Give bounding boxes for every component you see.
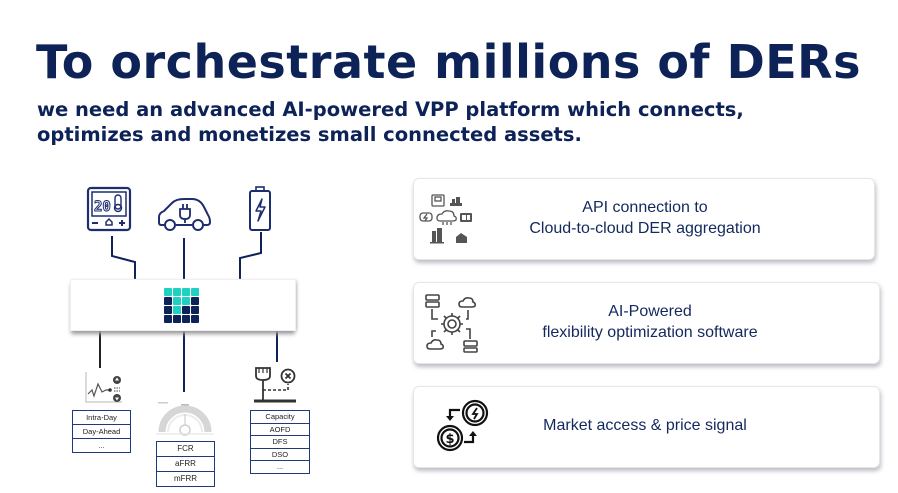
list-item: aFRR <box>157 457 214 472</box>
logo-cell <box>164 306 172 314</box>
logo-cell <box>182 297 190 305</box>
logo-cell <box>191 288 199 296</box>
list-item: ... <box>98 441 105 450</box>
money-exchange-icon: $ <box>436 399 489 452</box>
logo-cell <box>164 288 172 296</box>
diagram-connectors <box>99 232 278 392</box>
logo-cell <box>173 297 181 305</box>
vpp-platform-hub <box>70 279 296 331</box>
list-item: Day-Ahead <box>73 425 130 439</box>
list-item: DSO <box>251 449 309 461</box>
thermostat-display: 20 <box>94 199 111 215</box>
list-item: ... <box>276 462 284 471</box>
logo-cell <box>191 297 199 305</box>
logo-cell <box>173 306 181 314</box>
list-item: AOFD <box>251 424 309 436</box>
list-item: mFRR <box>173 474 198 483</box>
list-item: Capacity <box>251 411 309 424</box>
frequency-gauge-icon <box>156 402 214 436</box>
card-title-line: AI-Powered <box>608 303 692 320</box>
card-title-line: Market access & price signal <box>543 417 747 434</box>
subtitle-line: we need an advanced AI-powered VPP platf… <box>37 98 744 121</box>
feature-card-ai-optimization <box>413 282 880 364</box>
logo-cell <box>191 306 199 314</box>
connector-thermostat <box>111 236 136 279</box>
trading-chart-icon <box>85 372 122 403</box>
card-text: AI-Powered flexibility optimization soft… <box>490 301 810 343</box>
card-text: API connection to Cloud-to-cloud DER agg… <box>490 197 800 239</box>
electric-car-icon <box>158 198 212 231</box>
logo-cell <box>173 315 181 323</box>
card-title-line: flexibility optimization software <box>542 324 758 341</box>
card-title-line: API connection to <box>582 199 708 216</box>
list-item: Intra-Day <box>73 411 130 425</box>
logo-cell <box>182 315 190 323</box>
feature-card-market-access <box>413 386 880 468</box>
ai-gear-network-icon <box>425 294 478 353</box>
list-item: FCR <box>157 442 214 457</box>
list-item: DFS <box>251 436 309 449</box>
logo-cell <box>182 306 190 314</box>
page-title: To orchestrate millions of DERs <box>36 35 861 89</box>
ancillary-services-list: FCR aFRR mFRR <box>156 441 215 487</box>
battery-icon <box>249 186 271 231</box>
logo-cell <box>164 297 172 305</box>
platform-logo-icon <box>164 288 200 324</box>
card-title-line: Cloud-to-cloud DER aggregation <box>529 220 761 237</box>
grid-connection-icon <box>254 367 296 403</box>
thermostat-icon: 20 <box>86 186 132 232</box>
logo-cell <box>164 315 172 323</box>
svg-text:$: $ <box>445 432 454 447</box>
card-text: Market access & price signal <box>500 415 790 436</box>
page-subtitle: we need an advanced AI-powered VPP platf… <box>37 97 744 147</box>
subtitle-line: optimizes and monetizes small connected … <box>37 123 582 146</box>
logo-cell <box>191 315 199 323</box>
logo-cell <box>173 288 181 296</box>
connector-battery <box>239 232 262 279</box>
grid-services-list: Capacity AOFD DFS DSO ... <box>250 410 310 474</box>
feature-card-api-connection <box>413 178 875 260</box>
trading-markets-list: Intra-Day Day-Ahead ... <box>72 410 131 453</box>
der-devices-cloud-icon <box>419 194 472 244</box>
logo-cell <box>182 288 190 296</box>
